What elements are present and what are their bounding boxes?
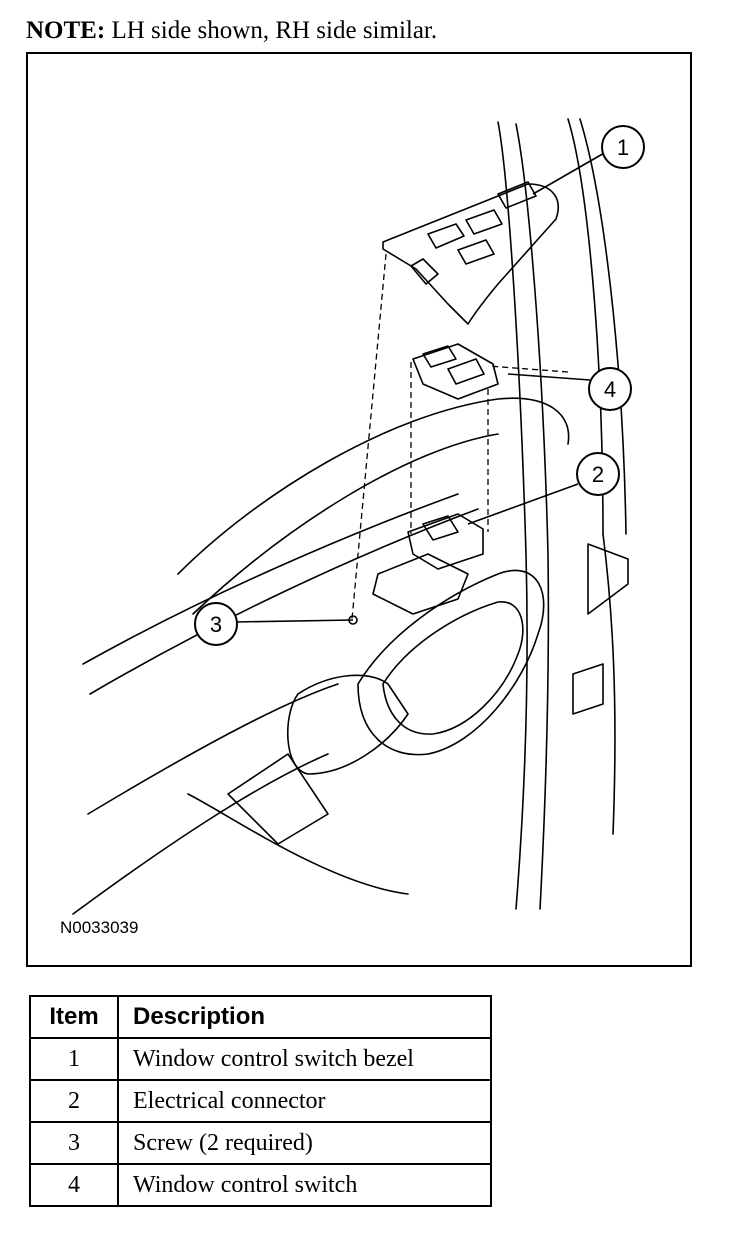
line-drawing: 1 2 3 4 (72, 118, 645, 915)
header-item: Item (29, 995, 119, 1039)
item-number: 1 (29, 1037, 119, 1081)
figure-id: N0033039 (60, 918, 139, 937)
callout-4-circle (588, 367, 632, 411)
callout-3-circle (194, 602, 238, 646)
callout-4: 4 (604, 377, 616, 402)
door-panel-illustration: 1 2 3 4 N0033039 (26, 52, 692, 967)
item-number: 3 (29, 1121, 119, 1165)
callout-2-circle (576, 452, 620, 496)
table-header-row: Item Description (29, 995, 492, 1039)
item-description: Window control switch (117, 1163, 492, 1207)
note-label: NOTE: (26, 17, 106, 44)
callout-1: 1 (617, 135, 629, 160)
table-row: 4 Window control switch (29, 1163, 492, 1207)
callout-2: 2 (592, 462, 604, 487)
note-line: NOTE: LH side shown, RH side similar. (26, 14, 437, 48)
table-row: 1 Window control switch bezel (29, 1037, 492, 1081)
table-row: 2 Electrical connector (29, 1079, 492, 1123)
item-number: 2 (29, 1079, 119, 1123)
table-row: 3 Screw (2 required) (29, 1121, 492, 1165)
callout-3: 3 (210, 612, 222, 637)
callout-1-circle (601, 125, 645, 169)
item-number: 4 (29, 1163, 119, 1207)
header-description: Description (117, 995, 492, 1039)
note-text: LH side shown, RH side similar. (105, 17, 438, 44)
item-table: Item Description 1 Window control switch… (29, 995, 492, 1207)
item-description: Screw (2 required) (117, 1121, 492, 1165)
item-description: Window control switch bezel (117, 1037, 492, 1081)
item-description: Electrical connector (117, 1079, 492, 1123)
